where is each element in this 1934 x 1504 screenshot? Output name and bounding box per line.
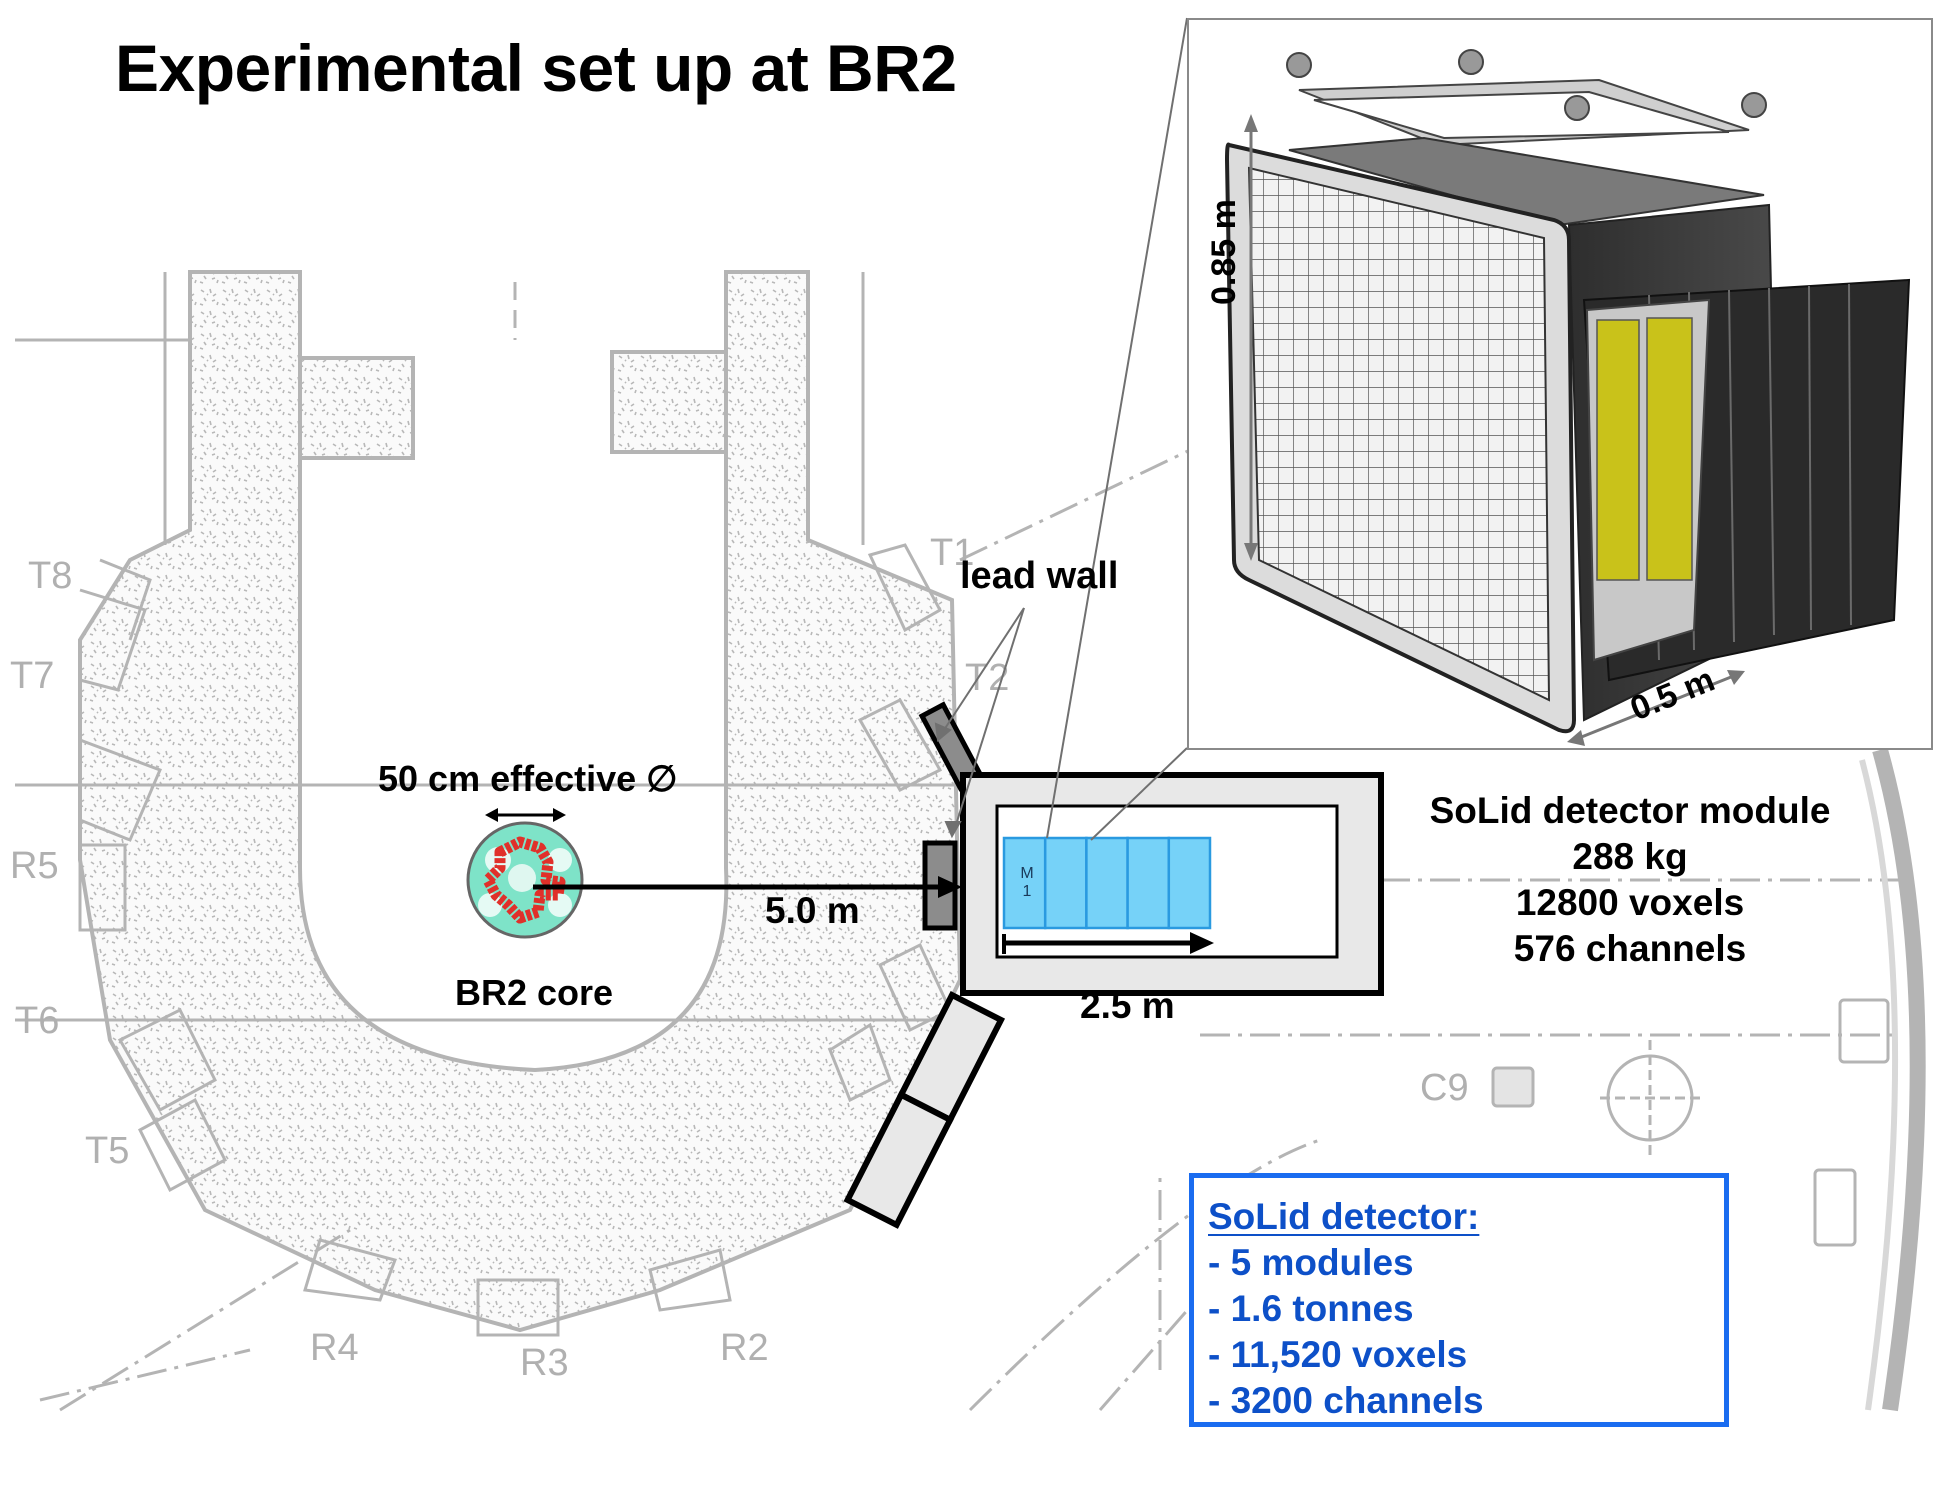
- shielding-blocks: [843, 990, 1006, 1229]
- module-info-title: SoLid detector module: [1429, 790, 1831, 831]
- distance-arrow-head: [938, 876, 962, 898]
- label-t5: T5: [85, 1130, 129, 1172]
- detector-module-render: [1224, 49, 1911, 746]
- core-diameter-label: 50 cm effective ∅: [378, 758, 678, 799]
- width-dimension-arrow: [1573, 673, 1737, 742]
- solid-summary-item: - 11,520 voxels: [1208, 1334, 1468, 1375]
- detector-module-inset: [1187, 18, 1933, 750]
- height-dimension-label: 0.85 m: [1205, 199, 1243, 305]
- module-info-mass: 288 kg: [1572, 836, 1688, 877]
- detector-module: [1043, 836, 1088, 930]
- concrete-shielding: [78, 270, 963, 1333]
- label-r3: R3: [520, 1342, 569, 1384]
- lifting-frame: [1286, 49, 1767, 147]
- module-info-voxels: 12800 voxels: [1515, 882, 1745, 923]
- detector-module: [1167, 836, 1212, 930]
- label-t8: T8: [28, 555, 72, 597]
- solid-summary-item: - 5 modules: [1208, 1242, 1414, 1283]
- readout-electronics: [1596, 319, 1640, 581]
- solid-summary-box: SoLid detector: - 5 modules - 1.6 tonnes…: [1189, 1173, 1729, 1427]
- detector-module: [1126, 836, 1171, 930]
- inset-connector-top: [1046, 17, 1188, 839]
- label-t7: T7: [10, 655, 54, 697]
- concrete-arm-right: [610, 350, 728, 454]
- detector-modules: [1002, 836, 1212, 930]
- length-arrow-head: [1190, 932, 1214, 954]
- detector-length-label: 2.5 m: [1080, 985, 1175, 1026]
- page-title: Experimental set up at BR2: [115, 31, 957, 105]
- floor-plan-lines: [15, 272, 1900, 1412]
- label-c9: C9: [1420, 1067, 1469, 1109]
- module-label-m1: M 1: [1020, 865, 1034, 900]
- lead-wall-label: lead wall: [960, 555, 1119, 597]
- lead-wall-pointers: [934, 607, 1025, 839]
- br2-core: [466, 821, 584, 939]
- core-label: BR2 core: [455, 972, 614, 1013]
- distance-label: 5.0 m: [765, 890, 860, 931]
- solid-summary-item: - 3200 channels: [1208, 1380, 1484, 1421]
- concrete-arm-left: [298, 356, 415, 460]
- outer-ring: [1872, 747, 1926, 1412]
- label-r2: R2: [720, 1327, 769, 1369]
- inset-connector-bottom: [1090, 747, 1188, 841]
- label-t6: T6: [15, 1000, 59, 1042]
- solid-summary-item: - 1.6 tonnes: [1208, 1288, 1414, 1329]
- label-r4: R4: [310, 1327, 359, 1369]
- label-t1: T1: [930, 532, 974, 574]
- label-r5: R5: [10, 845, 59, 887]
- detector-module: [1085, 836, 1129, 930]
- solid-summary-heading: SoLid detector:: [1208, 1196, 1480, 1237]
- module-info: SoLid detector module 288 kg 12800 voxel…: [1400, 788, 1860, 972]
- voxel-grid: [1247, 166, 1551, 702]
- module-info-channels: 576 channels: [1513, 928, 1747, 969]
